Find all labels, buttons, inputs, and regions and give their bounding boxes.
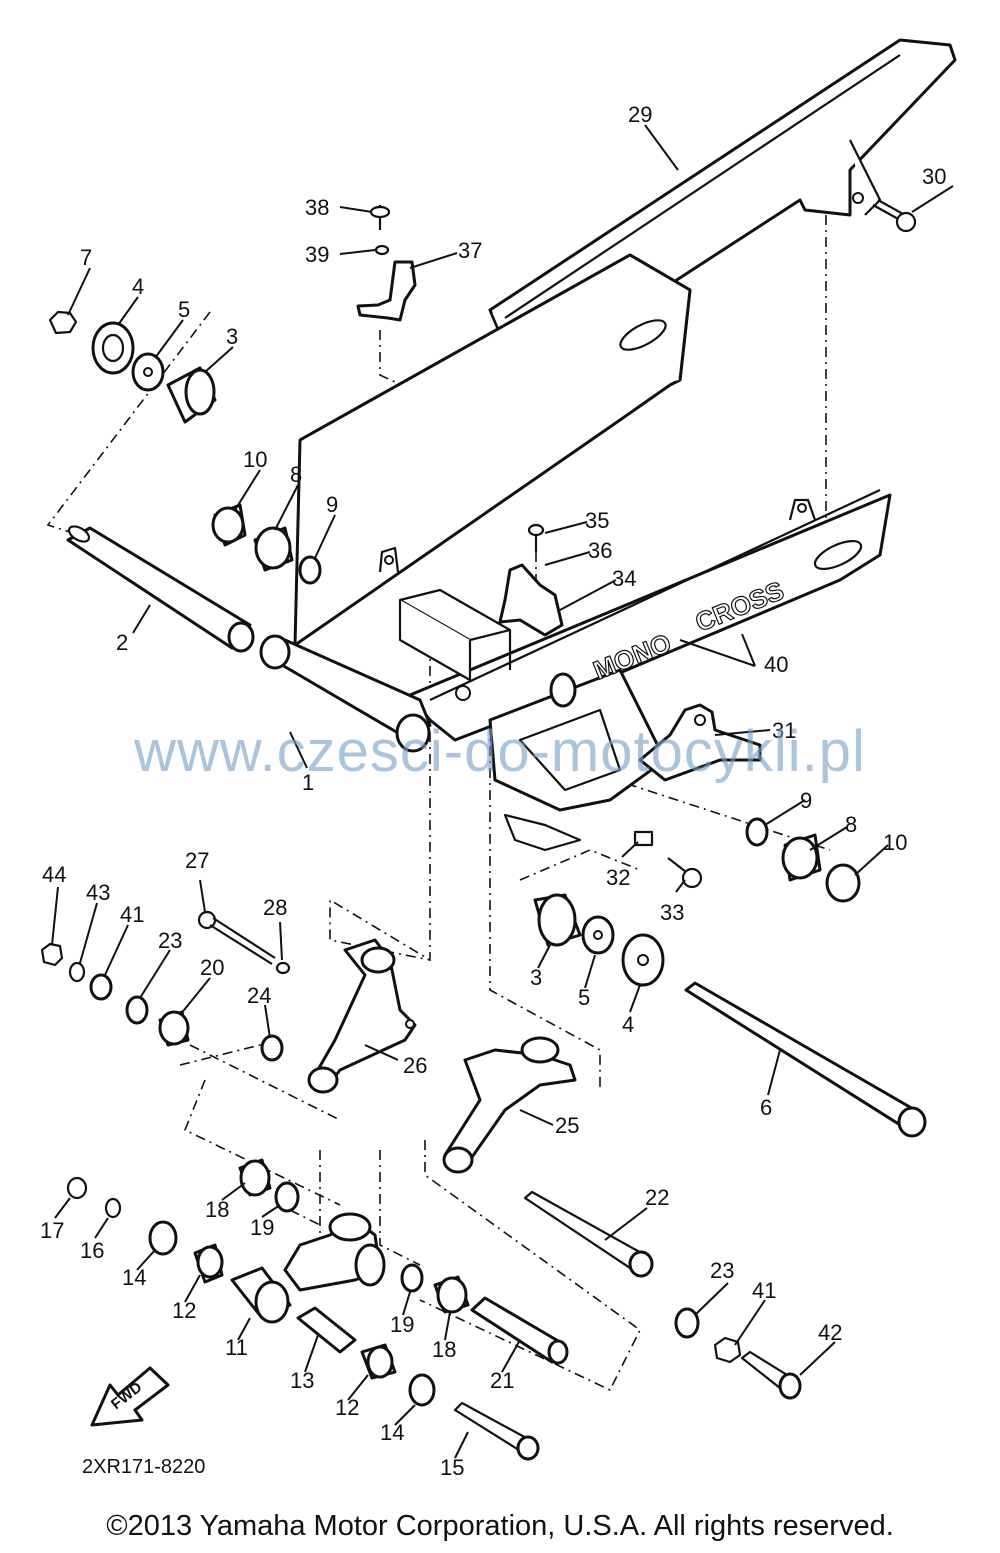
callout-14-right: 14: [380, 1420, 404, 1445]
callout-22: 22: [645, 1185, 669, 1210]
callout-38: 38: [305, 195, 329, 220]
callout-27: 27: [185, 848, 209, 873]
callout-1: 1: [302, 770, 314, 795]
callout-36: 36: [588, 538, 612, 563]
callout-44: 44: [42, 862, 66, 887]
callout-19-left: 19: [250, 1215, 274, 1240]
callout-28: 28: [263, 895, 287, 920]
nuts-washers-left: [40, 942, 284, 1062]
callout-8-right: 8: [845, 812, 857, 837]
callout-16: 16: [80, 1238, 104, 1263]
callout-4-lower: 4: [622, 1012, 634, 1037]
bracket-37: [356, 205, 417, 322]
copyright-notice: ©2013 Yamaha Motor Corporation, U.S.A. A…: [106, 1510, 894, 1542]
callout-3-upper: 3: [226, 324, 238, 349]
callout-3-lower: 3: [530, 965, 542, 990]
callout-20: 20: [200, 955, 224, 980]
bolt-27: [197, 910, 291, 975]
callout-5-lower: 5: [578, 985, 590, 1010]
callout-9-right: 9: [800, 788, 812, 813]
right-bearing-set: [533, 893, 665, 987]
callout-31: 31: [772, 718, 796, 743]
callout-9-upper: 9: [326, 492, 338, 517]
callout-14-left: 14: [122, 1265, 146, 1290]
callout-4-upper: 4: [132, 274, 144, 299]
callout-34: 34: [612, 566, 636, 591]
callout-5-upper: 5: [178, 297, 190, 322]
callout-19-right: 19: [390, 1312, 414, 1337]
lower-center-parts: [296, 1263, 569, 1461]
shaft-6: [684, 981, 927, 1138]
callout-26: 26: [403, 1053, 427, 1078]
relay-arm-25: [442, 1036, 577, 1174]
callout-12-right: 12: [335, 1395, 359, 1420]
bracket-34: [498, 523, 564, 637]
callout-39: 39: [305, 242, 329, 267]
left-bearing-set: [48, 310, 217, 424]
callout-10-right: 10: [883, 830, 907, 855]
drawing-code: 2XR171-8220: [82, 1456, 206, 1478]
callout-23-right: 23: [710, 1258, 734, 1283]
callout-13: 13: [290, 1368, 314, 1393]
callout-29: 29: [628, 102, 652, 127]
callout-42: 42: [818, 1320, 842, 1345]
callout-23-left: 23: [158, 928, 182, 953]
callout-41-right: 41: [752, 1278, 776, 1303]
callout-12-left: 12: [172, 1298, 196, 1323]
connecting-rod-11: [230, 1212, 386, 1324]
bolt-30: [872, 199, 917, 233]
callout-2: 2: [116, 630, 128, 655]
callout-numbers: 29 30 38 39 37 7 4 5 3 10 8 9 35 36 34 2…: [40, 102, 946, 1480]
callout-40: 40: [764, 652, 788, 677]
callout-11: 11: [225, 1335, 248, 1360]
callout-24: 24: [247, 983, 271, 1008]
fwd-arrow: FWD: [90, 1366, 170, 1427]
swingarm: MONO CROSS: [259, 253, 892, 852]
callout-32: 32: [606, 865, 630, 890]
callout-10-upper: 10: [243, 447, 267, 472]
callout-18-right: 18: [432, 1337, 456, 1362]
callout-43: 43: [86, 880, 110, 905]
relay-arm-26: [307, 938, 417, 1094]
callout-18-left: 18: [205, 1197, 229, 1222]
bracket-31: [638, 703, 762, 782]
callout-7: 7: [80, 245, 92, 270]
right-bushings: [745, 817, 861, 903]
callout-8-upper: 8: [290, 462, 302, 487]
leader-lines: [51, 124, 954, 1459]
callout-37: 37: [458, 238, 482, 263]
bolt-32-33: [633, 830, 703, 889]
callout-17: 17: [40, 1218, 64, 1243]
callout-21: 21: [490, 1368, 514, 1393]
callout-35: 35: [585, 508, 609, 533]
callout-15: 15: [440, 1455, 464, 1480]
upper-bushings: [211, 503, 322, 585]
pivot-shaft: [66, 525, 255, 653]
lower-right-parts: [523, 1190, 802, 1400]
lower-left-parts: [66, 1158, 300, 1284]
callout-30: 30: [922, 164, 946, 189]
callout-25: 25: [555, 1113, 579, 1138]
callout-6: 6: [760, 1095, 772, 1120]
callout-41-left: 41: [120, 902, 144, 927]
callout-33: 33: [660, 900, 684, 925]
